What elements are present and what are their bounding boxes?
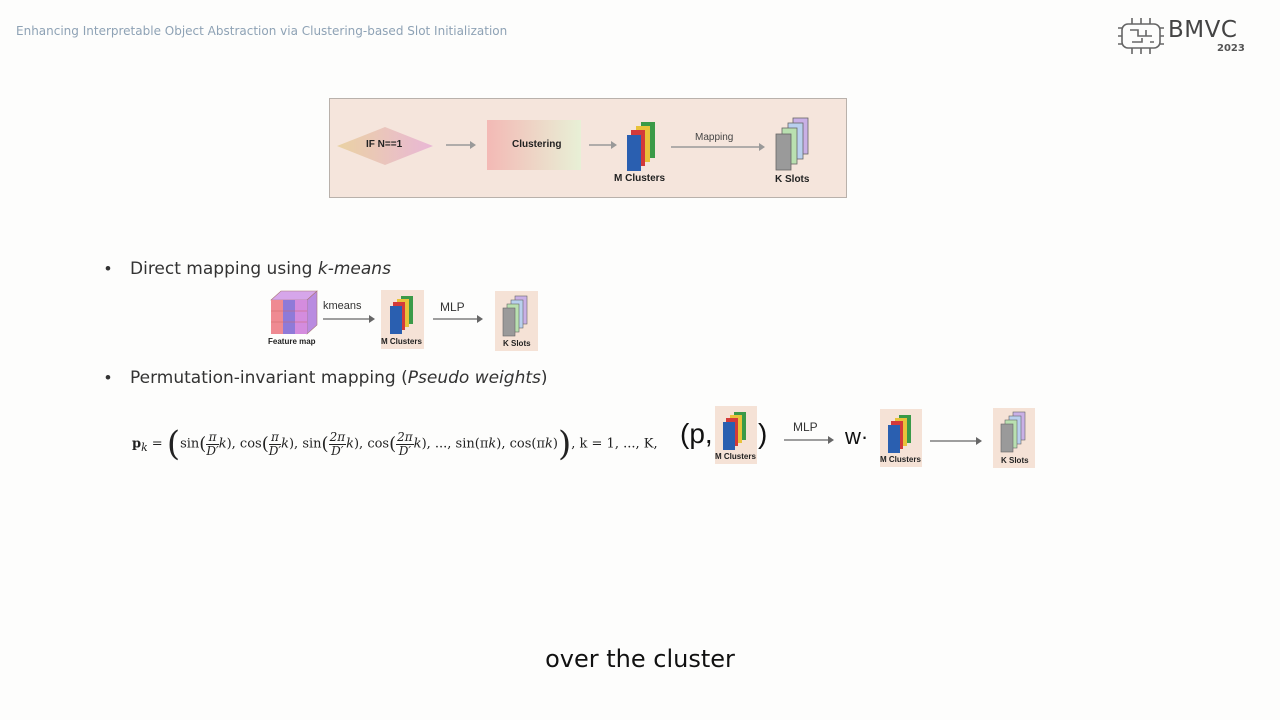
m-clusters-stack-icon [627, 122, 655, 171]
bullet-dot: • [105, 259, 111, 278]
condition-diamond [337, 127, 433, 165]
k-slots-stack-icon [1000, 411, 1026, 453]
bullet-italic-text: Pseudo weights [407, 368, 541, 388]
arrow-icon [323, 315, 375, 323]
m-clusters-stack-icon [723, 412, 746, 450]
m-clusters-label: M Clusters [715, 452, 756, 461]
k-slots-label: K Slots [775, 174, 810, 185]
clustering-box [487, 120, 581, 170]
k-slots-stack-icon [775, 117, 809, 171]
m-clusters-stack-icon [390, 296, 413, 334]
pair-open-paren: (p, [680, 418, 713, 449]
m-clusters-label: M Clusters [614, 173, 666, 184]
logo-text: BMVC [1168, 17, 1238, 43]
feature-map-label: Feature map [268, 337, 316, 346]
bullet-text: ) [540, 368, 548, 388]
mlp-label: MLP [440, 300, 465, 314]
bullet-text: Permutation-invariant mapping ( [130, 368, 408, 388]
formula-lhs: p [132, 436, 142, 452]
mapping-label: Mapping [695, 132, 734, 143]
k-slots-label: K Slots [503, 339, 531, 348]
subtitle-caption: over the cluster [545, 645, 735, 673]
arrow-icon [589, 141, 617, 149]
kmeans-label: kmeans [323, 300, 362, 312]
k-slots-stack-icon [502, 295, 528, 337]
bmvc-brain-logo-icon [1118, 18, 1164, 54]
arrow-icon [446, 141, 476, 149]
clustering-label: Clustering [512, 139, 562, 150]
k-slots-label: K Slots [1001, 456, 1029, 465]
bullet-italic-text: k-means [317, 259, 391, 279]
bullet-text: Direct mapping using [130, 259, 318, 279]
mapping-arrow-icon [671, 143, 765, 151]
formula-subscript: k [141, 441, 148, 455]
bullet-dot: • [105, 368, 111, 387]
logo-year: 2023 [1217, 43, 1245, 54]
feature-map-cube-icon [270, 290, 318, 335]
mlp-label: MLP [793, 420, 818, 434]
m-clusters-stack-icon [888, 415, 911, 453]
formula-tail: , k = 1, ..., K, [571, 436, 658, 452]
m-clusters-label: M Clusters [381, 337, 422, 346]
condition-label: IF N==1 [366, 139, 403, 150]
pair-close-paren: ) [758, 418, 768, 449]
m-clusters-label: M Clusters [880, 455, 921, 464]
arrow-icon [433, 315, 483, 323]
slide-title: Enhancing Interpretable Object Abstracti… [16, 24, 508, 38]
bullet-direct-mapping: Direct mapping using k-means [130, 259, 391, 279]
arrow-icon [784, 436, 834, 444]
arrow-icon [930, 437, 982, 445]
bullet-permutation-invariant: Permutation-invariant mapping (Pseudo we… [130, 368, 548, 388]
weight-symbol: w· [845, 424, 869, 449]
